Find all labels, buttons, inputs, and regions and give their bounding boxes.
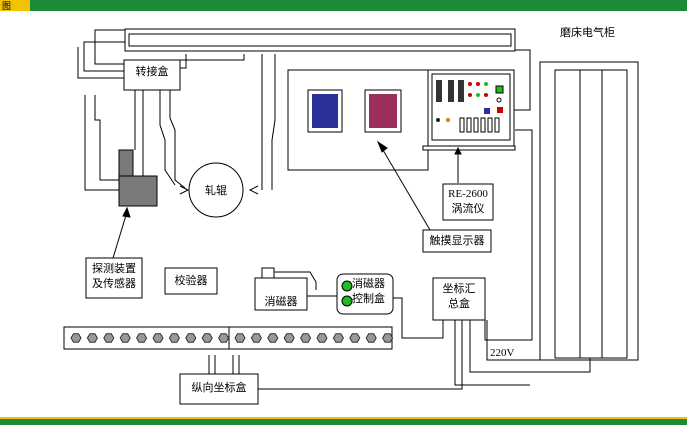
coord-hub-line1: 坐标汇	[442, 282, 476, 295]
bolt	[300, 333, 312, 343]
magenta-screen	[369, 94, 397, 128]
cable-adapter-right	[178, 54, 245, 61]
right-bar-2	[271, 54, 276, 190]
arrow-touch	[379, 144, 431, 231]
eddy-label: RE-2600 涡流仪	[443, 187, 493, 217]
bolt	[70, 333, 82, 343]
bolt	[382, 333, 394, 343]
coord-hub-box	[432, 277, 486, 321]
roll-label: 轧辊	[205, 184, 227, 197]
header-bar: 图	[0, 0, 687, 12]
bolt	[103, 333, 115, 343]
touch-display-label: 触摸显示器	[429, 234, 485, 247]
coord-hub-line2: 总盒	[448, 296, 470, 310]
long-coord-label: 纵向坐标盒	[191, 381, 247, 394]
probe-head	[118, 149, 134, 177]
demag-handle	[274, 271, 317, 290]
eddy-label-box	[442, 183, 494, 221]
bolt	[152, 333, 164, 343]
demagnetizer-label: 消磁器	[264, 295, 298, 308]
bolt	[250, 333, 262, 343]
cable-adapter-top-1	[94, 29, 128, 65]
top-rail	[124, 28, 516, 52]
header-tab-label: 图	[2, 2, 12, 12]
arrow-probe	[112, 211, 128, 259]
cable-adapter-right-2	[180, 54, 187, 69]
bolt	[168, 333, 180, 343]
probe-label-box	[85, 257, 143, 299]
top-rail-inner	[128, 33, 512, 47]
adapter-box	[123, 59, 181, 91]
wire-instrument-top	[514, 49, 531, 111]
footer-bar	[0, 417, 687, 425]
wire-lc-hub	[258, 320, 463, 390]
demag-top	[261, 267, 275, 279]
probe-label: 探测装置 及传感器	[86, 262, 142, 292]
bolt	[234, 333, 246, 343]
demag-ctrl-led-2	[341, 295, 353, 307]
header-tab: 图	[0, 0, 30, 12]
coord-hub-label: 坐标汇 总盒	[433, 282, 485, 312]
cabinet-label: 磨床电气柜	[560, 26, 615, 39]
eddy-label-line2: 涡流仪	[451, 201, 485, 215]
probe-label-line2: 及传感器	[92, 276, 136, 290]
arrow-touch-head	[376, 140, 388, 153]
eddy-readouts	[436, 80, 504, 133]
cable-adapter-top-3	[77, 47, 124, 79]
probe-body	[118, 175, 158, 207]
long-coord-box	[179, 373, 259, 405]
left-bracket-2	[84, 95, 120, 191]
cable-adapter-top-2	[83, 41, 125, 72]
cabinet-inner	[554, 69, 628, 359]
bolt	[332, 333, 344, 343]
demag-ctrl-led-1	[341, 280, 353, 292]
left-bracket	[94, 95, 120, 181]
bolt	[119, 333, 131, 343]
demag-ctrl-line2: 控制盒	[352, 291, 385, 305]
roll-right-arrow	[248, 185, 259, 195]
wire-220v	[486, 320, 555, 361]
wire-hub-cabinet	[469, 320, 591, 373]
adapter-box-label: 转接盒	[135, 65, 169, 78]
wire-instrument-hub	[484, 129, 533, 341]
footer-stripe	[0, 417, 687, 419]
arrow-probe-head	[122, 206, 131, 218]
bolt	[201, 333, 213, 343]
calibrator-label: 校验器	[174, 274, 208, 287]
probe-arm-2	[169, 117, 186, 189]
bolt	[136, 333, 148, 343]
touch-label-box	[422, 229, 492, 253]
blue-screen	[312, 94, 338, 128]
calibrator-box	[164, 267, 218, 295]
bolt	[185, 333, 197, 343]
arrow-eddy-head	[454, 146, 462, 155]
wire-hub-bottom	[454, 320, 530, 386]
bolt	[283, 333, 295, 343]
probe-label-line1: 探测装置	[92, 262, 136, 275]
demag-ctrl-label: 消磁器 控制盒	[352, 277, 385, 307]
bolt	[349, 333, 361, 343]
bolt	[267, 333, 279, 343]
eddy-label-line1: RE-2600	[448, 188, 488, 200]
bolt-row	[70, 333, 394, 343]
demag-box	[254, 277, 308, 311]
probe-arm	[159, 112, 176, 186]
wire-ctrl-hub	[393, 297, 444, 339]
bolt	[316, 333, 328, 343]
bolt	[86, 333, 98, 343]
voltage-label: 220V	[490, 347, 515, 359]
eddy-base	[422, 145, 516, 151]
demag-ctrl-line1: 消磁器	[352, 277, 385, 290]
roll-left-arrow	[179, 185, 190, 195]
bolt	[218, 333, 230, 343]
bolt	[365, 333, 377, 343]
